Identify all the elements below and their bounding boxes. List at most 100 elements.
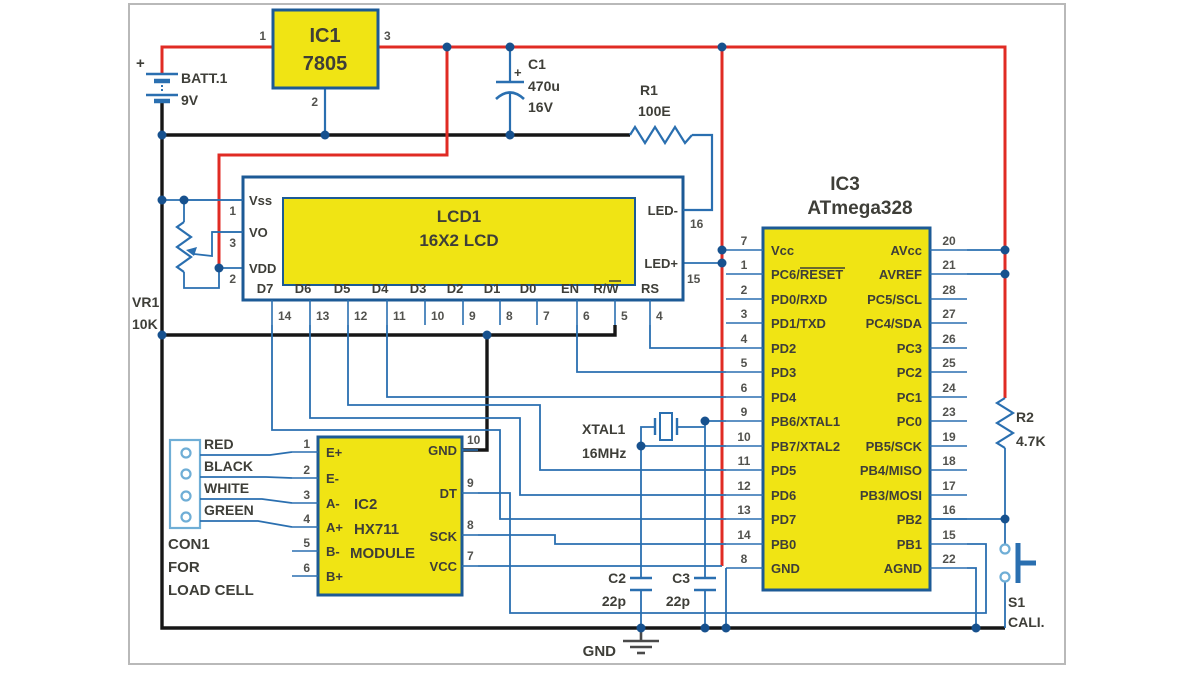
ic3-pin-number: 17 [942,479,956,493]
ic3-pin-label: PC2 [897,365,922,380]
r1-ref: R1 [640,82,658,98]
ic3-pin-label: PB7/XTAL2 [771,439,840,454]
ic3-pin-number: 7 [741,234,748,248]
ic3-pin-number: 2 [741,283,748,297]
ic3-pin-label: PC4/SDA [866,316,923,331]
ic3-part: ATmega328 [807,198,912,219]
lcd-pin-number: 5 [621,309,628,323]
ic3-pin-label: PD1/TXD [771,316,826,331]
lcd-pin-number: 1 [229,204,236,218]
c1-value: 470u [528,78,560,94]
lcd-pin-number: 4 [656,309,663,323]
hx711-pin-number: 9 [467,476,474,490]
c1-rating: 16V [528,99,554,115]
c3-value: 22p [666,593,690,609]
loadcell-wire-label: WHITE [204,480,249,496]
hx711-ref: IC2 [354,496,377,513]
ic3-pin-label: PC3 [897,341,922,356]
ic1-pin-gnd-number: 2 [311,95,318,109]
hx711-right-stubs [462,449,478,567]
lcd-pin-label: VO [249,225,268,240]
ic1-pin-in-number: 1 [259,29,266,43]
lcd-pin-number: 12 [354,309,368,323]
lcd-ref: LCD1 [437,207,481,226]
ic3-pin-number: 26 [942,332,956,346]
r1-resistor: R1 100E [629,82,693,146]
ic3-pin-label: AVREF [879,267,922,282]
ic1-ref: IC1 [309,25,340,47]
con1-ref: CON1 [168,536,210,553]
lcd-pin-number: 16 [690,217,704,231]
vr1-potentiometer: VR1 10K [132,221,193,332]
lcd-pin-number: 13 [316,309,330,323]
lcd-pin-number: 15 [687,272,701,286]
ic3-pin-label: Vcc [771,243,794,258]
ic3-microcontroller: IC3 ATmega328 Vcc PC6/RESET PD0/RXD P [726,174,967,592]
lcd-pin-label: D2 [447,281,464,296]
hx711-left-stubs [292,451,318,577]
hx711-part2: MODULE [350,545,415,562]
r2-ref: R2 [1016,409,1034,425]
loadcell-wire-label: RED [204,436,234,452]
ic3-pin-number: 6 [741,381,748,395]
xtal-ref: XTAL1 [582,421,626,437]
ic3-pin-label: PB2 [897,512,922,527]
c2-capacitor: C2 22p [602,570,652,609]
r2-resistor: R2 4.7K [994,397,1046,449]
c2-value: 22p [602,593,626,609]
ic3-pin-label: PD7 [771,512,796,527]
lcd-pin-label: D7 [257,281,274,296]
lcd-pin-label: D4 [372,281,389,296]
ic3-pin-label: PB4/MISO [860,463,922,478]
lcd-pin-label: D0 [520,281,537,296]
ic3-pin-label: PD5 [771,463,796,478]
lcd-pin-label: EN [561,281,579,296]
con1-connector: RED BLACK WHITE GREEN CON1 FOR LOAD CELL [168,436,293,599]
gnd-label: GND [583,643,617,660]
hx711-pin-label: B+ [326,569,343,584]
ic3-pin-number: 19 [942,430,956,444]
junction-dots [157,42,1010,633]
battery-symbol: + BATT.1 9V [136,55,228,108]
battery-plus-sign: + [136,55,145,72]
ic3-ref: IC3 [830,174,860,195]
hx711-pin-label: E- [326,471,339,486]
lcd-pin-number: 10 [431,309,445,323]
lcd-pin-number: 2 [229,272,236,286]
ic3-pin-number: 28 [942,283,956,297]
ic3-pin-number: 16 [942,503,956,517]
lcd-pin-label: D1 [484,281,501,296]
hx711-pin-number: 5 [303,536,310,550]
lcd-pin-label: LED+ [644,256,678,271]
lcd-module: LCD1 16X2 LCD Vss VO VDD 1 3 2 LED- 16 L… [185,175,712,325]
con1-desc-line3: LOAD CELL [168,582,254,599]
ic3-pin-label: PB6/XTAL1 [771,414,840,429]
hx711-pin-number: 7 [467,549,474,563]
ic3-left-stubs [726,249,763,569]
loadcell-wire-label: BLACK [204,458,253,474]
ic3-pin-label: PD6 [771,488,796,503]
ic3-pin-number: 10 [737,430,751,444]
lcd-pin-number: 3 [229,236,236,250]
loadcell-wire-label: GREEN [204,502,254,518]
ic3-pin-number: 18 [942,454,956,468]
ic3-pin-label: AVcc [890,243,922,258]
hx711-pin-number: 4 [303,512,310,526]
vr1-value: 10K [132,316,158,332]
ic3-pin-label: GND [771,561,800,576]
ic3-pin-label: PD3 [771,365,796,380]
hx711-pin-number: 8 [467,518,474,532]
ic3-pin-number: 24 [942,381,956,395]
ic3-pin-number: 8 [741,552,748,566]
ic3-pin-label: PB3/MOSI [860,488,922,503]
ic3-pin-label: PC0 [897,414,922,429]
ic3-pin-number: 21 [942,258,956,272]
ic3-pin-number: 3 [741,307,748,321]
lcd-pin-label: D6 [295,281,312,296]
lcd-pin-label: VDD [249,261,276,276]
lcd-pin-label: Vss [249,193,272,208]
hx711-pin-label: E+ [326,445,343,460]
s1-label: CALI. [1008,614,1045,630]
lcd-pin-label: D3 [410,281,427,296]
